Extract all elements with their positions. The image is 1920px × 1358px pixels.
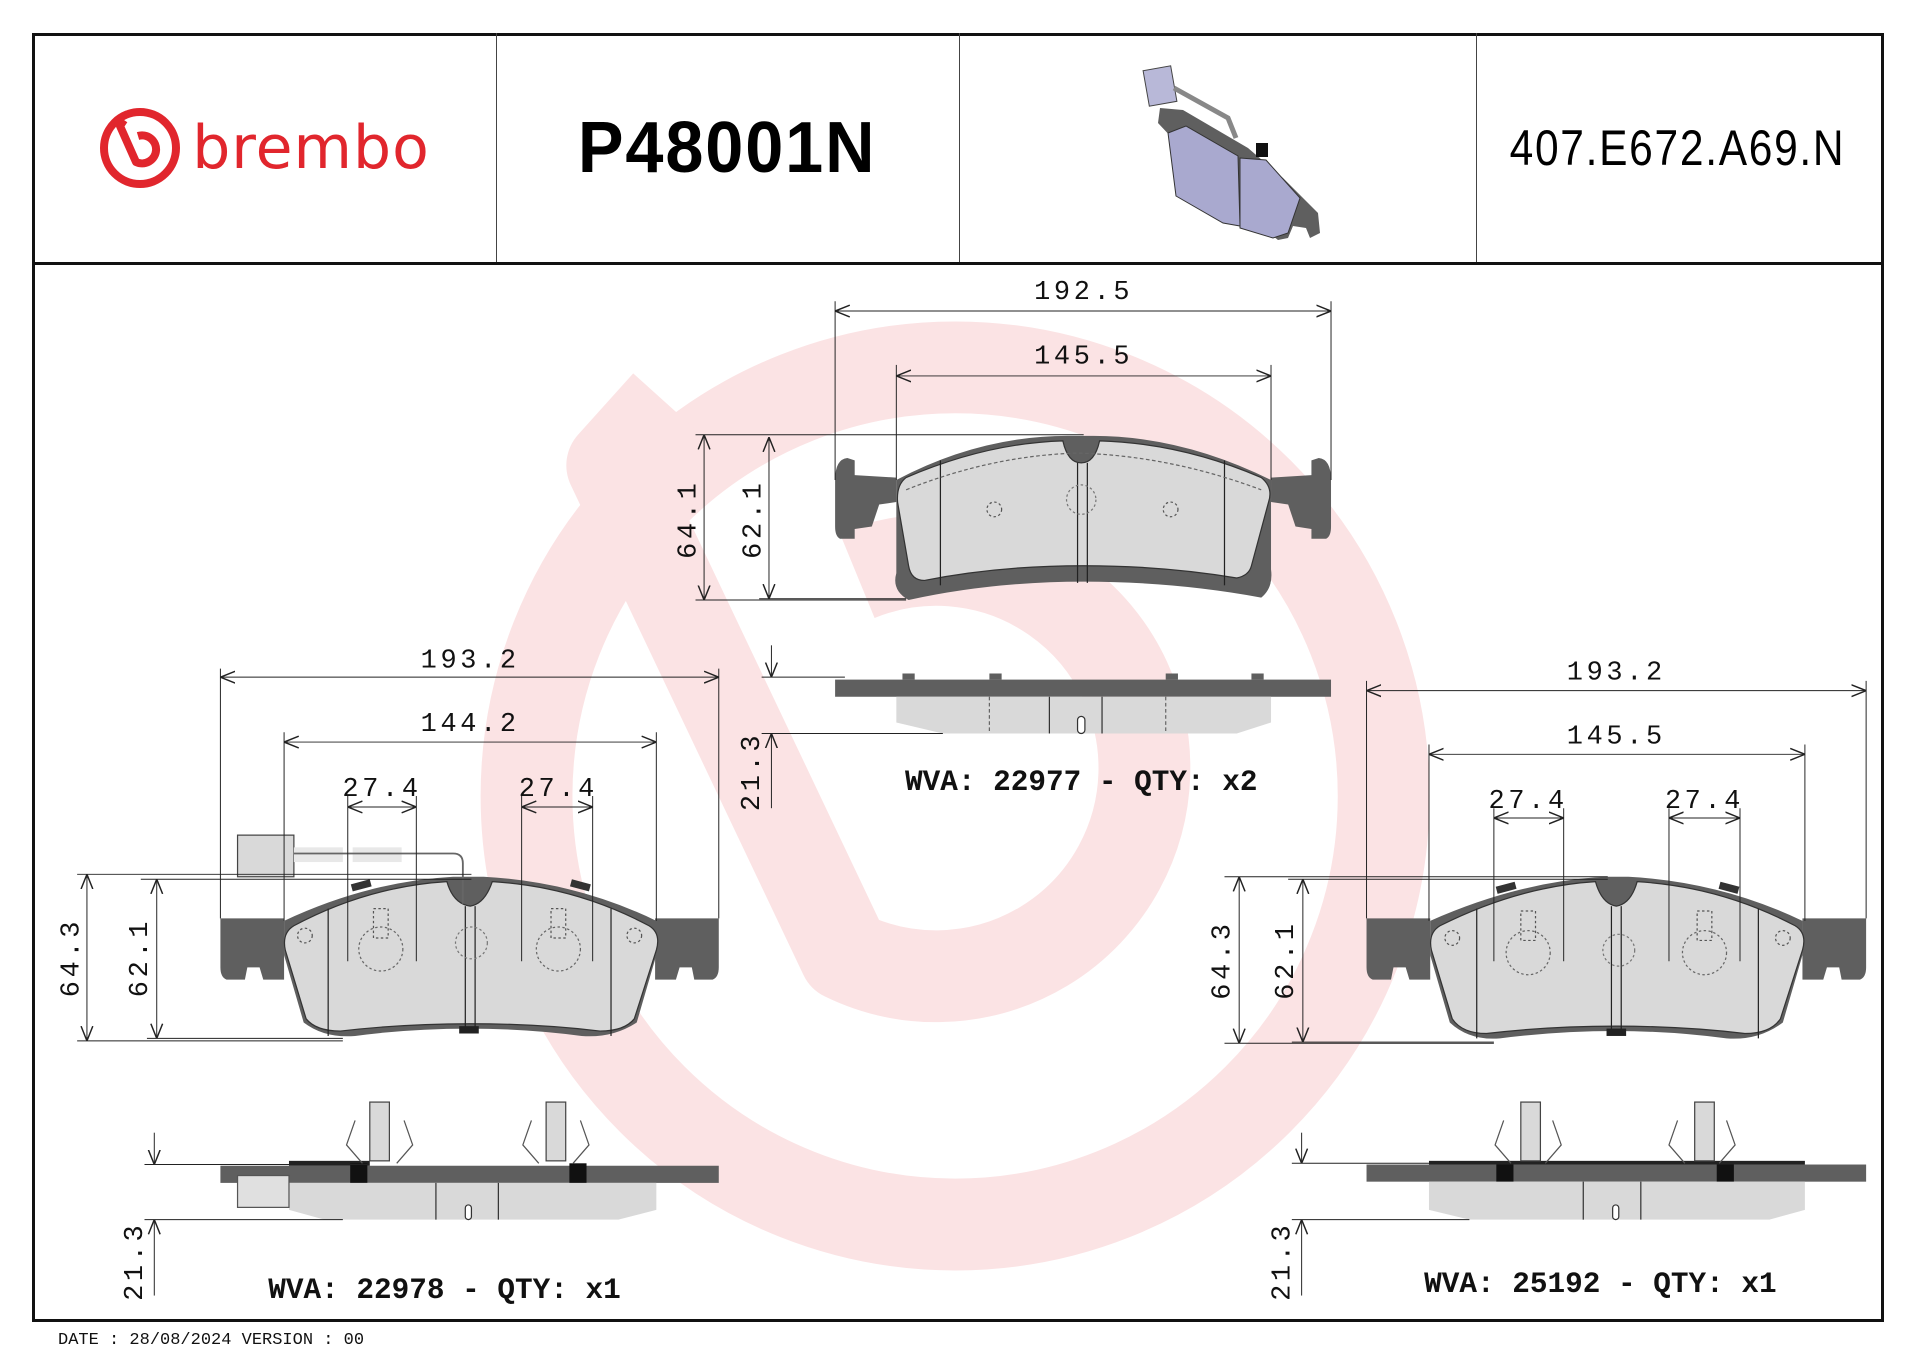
dim-right-overall-height: 64.3 <box>1208 920 1238 999</box>
date-version-footer: DATE : 28/08/2024 VERSION : 00 <box>58 1331 365 1350</box>
dim-top-friction-width: 145.5 <box>1034 343 1133 373</box>
dim-top-overall-width: 192.5 <box>1034 278 1133 308</box>
top-pad-front-view <box>835 435 1332 601</box>
brake-pad-render-icon <box>1142 64 1320 240</box>
brand-name: brembo <box>192 112 430 183</box>
dim-left-friction-height: 62.1 <box>126 918 156 997</box>
dim-left-thickness: 21.3 <box>121 1222 151 1301</box>
brand-cell: brembo <box>32 33 497 262</box>
top-pad-dimensions <box>695 301 1332 601</box>
dim-right-overall-width: 193.2 <box>1567 659 1666 689</box>
left-pad-front-view <box>220 834 719 1037</box>
dim-right-friction-height: 62.1 <box>1272 920 1302 999</box>
dim-right-thickness: 21.3 <box>1268 1222 1298 1301</box>
dim-left-clip-right: 27.4 <box>519 775 598 805</box>
oe-reference-code: 407.E672.A69.N <box>1509 119 1845 176</box>
right-pad-dimensions <box>1224 680 1867 1044</box>
dim-top-overall-height: 64.1 <box>675 480 705 559</box>
title-block: brembo P48001N 407.E672.A69.N <box>32 33 1884 265</box>
dim-right-clip-left: 27.4 <box>1488 787 1567 817</box>
top-pad-side-view <box>835 673 1332 735</box>
right-pad-thickness-dim <box>1291 1132 1470 1296</box>
right-pad-front-view <box>1366 876 1867 1039</box>
left-pad-thickness-dim <box>144 1132 368 1296</box>
dim-top-thickness: 21.3 <box>738 732 768 811</box>
product-image-cell <box>959 33 1477 262</box>
dim-left-clip-left: 27.4 <box>342 775 421 805</box>
dim-right-clip-right: 27.4 <box>1665 787 1744 817</box>
wva-label-left: WVA: 22978 - QTY: x1 <box>268 1274 621 1307</box>
brembo-logo-icon <box>100 107 181 188</box>
dim-left-friction-width: 144.2 <box>421 710 520 740</box>
dim-right-friction-width: 145.5 <box>1567 722 1666 752</box>
top-pad-thickness-dim <box>761 645 943 809</box>
left-pad-side-view <box>220 1101 719 1221</box>
drawing-frame <box>32 33 1884 1322</box>
dim-left-overall-width: 193.2 <box>421 646 520 676</box>
dim-top-friction-height: 62.1 <box>739 480 769 559</box>
part-number: P48001N <box>578 107 877 188</box>
wva-label-right: WVA: 25192 - QTY: x1 <box>1424 1268 1777 1301</box>
right-pad-side-view <box>1366 1101 1867 1221</box>
left-pad-dimensions <box>77 668 720 1042</box>
dim-left-overall-height: 64.3 <box>57 918 87 997</box>
oe-code-cell: 407.E672.A69.N <box>1476 33 1878 262</box>
part-number-cell: P48001N <box>496 33 960 262</box>
wva-label-top: WVA: 22977 - QTY: x2 <box>905 766 1258 799</box>
